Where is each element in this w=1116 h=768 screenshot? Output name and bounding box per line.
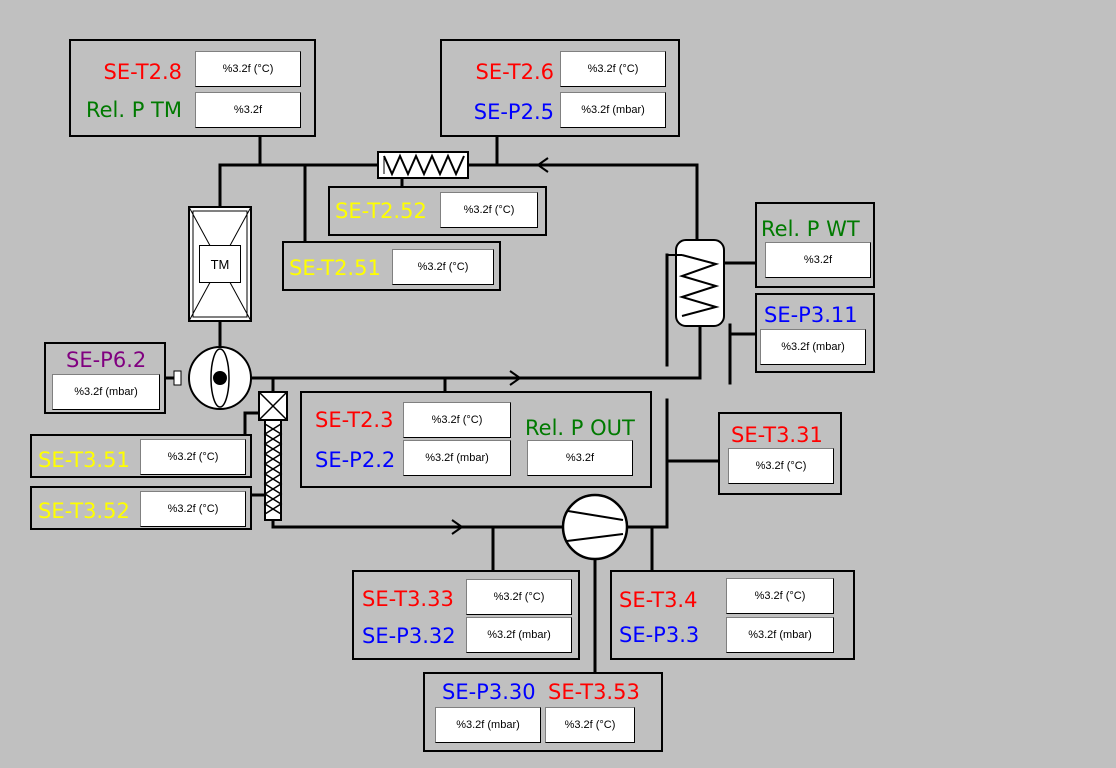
panel-t333: SE-T3.33 %3.2f (°C) SE-P3.32 %3.2f (mbar… bbox=[352, 570, 580, 660]
label-se-t3-53: SE-T3.53 bbox=[548, 680, 640, 704]
label-se-t3-31: SE-T3.31 bbox=[731, 423, 823, 447]
label-se-p3-30: SE-P3.30 bbox=[442, 680, 536, 704]
field-se-t2-51[interactable]: %3.2f (°C) bbox=[392, 249, 494, 285]
label-se-t2-8: SE-T2.8 bbox=[103, 60, 182, 84]
label-se-t2-3: SE-T2.3 bbox=[315, 408, 394, 432]
panel-t26: SE-T2.6 %3.2f (°C) SE-P2.5 %3.2f (mbar) bbox=[440, 39, 680, 137]
field-se-t3-4[interactable]: %3.2f (°C) bbox=[726, 578, 834, 614]
heat-exchanger-top bbox=[377, 151, 469, 179]
label-se-p2-5: SE-P2.5 bbox=[473, 100, 554, 124]
panel-t34: SE-T3.4 %3.2f (°C) SE-P3.3 %3.2f (mbar) bbox=[610, 570, 855, 660]
field-se-t3-33[interactable]: %3.2f (°C) bbox=[466, 579, 572, 615]
label-rel-p-tm: Rel. P TM bbox=[85, 98, 182, 122]
field-rel-p-out[interactable]: %3.2f bbox=[527, 440, 633, 476]
field-se-t2-6[interactable]: %3.2f (°C) bbox=[560, 51, 666, 87]
panel-p62: SE-P6.2 %3.2f (mbar) bbox=[44, 342, 166, 414]
tm-label-box: TM bbox=[199, 245, 241, 283]
label-rel-p-wt: Rel. P WT bbox=[761, 217, 860, 241]
field-se-t2-52[interactable]: %3.2f (°C) bbox=[440, 192, 538, 228]
field-se-t3-51[interactable]: %3.2f (°C) bbox=[140, 439, 246, 475]
panel-p311: SE-P3.11 %3.2f (mbar) bbox=[755, 293, 875, 373]
field-se-p6-2[interactable]: %3.2f (mbar) bbox=[52, 374, 160, 410]
field-se-p2-5[interactable]: %3.2f (mbar) bbox=[560, 92, 666, 128]
field-se-p2-2[interactable]: %3.2f (mbar) bbox=[403, 440, 511, 476]
valve-icon bbox=[258, 391, 288, 421]
flow-arrow-top bbox=[536, 157, 549, 173]
label-se-t3-4: SE-T3.4 bbox=[619, 588, 698, 612]
label-se-t2-52: SE-T2.52 bbox=[335, 199, 427, 223]
coil-heat-exchanger bbox=[667, 239, 725, 327]
field-se-p3-32[interactable]: %3.2f (mbar) bbox=[466, 617, 572, 653]
label-se-t2-6: SE-T2.6 bbox=[475, 60, 554, 84]
flow-arrow-middle bbox=[509, 370, 522, 386]
heat-exchanger-vertical bbox=[263, 419, 283, 521]
panel-middle: SE-T2.3 %3.2f (°C) SE-P2.2 %3.2f (mbar) … bbox=[300, 391, 652, 488]
fan-icon bbox=[173, 346, 252, 410]
panel-p330-t353: SE-P3.30 SE-T3.53 %3.2f (mbar) %3.2f (°C… bbox=[423, 672, 663, 752]
label-se-p2-2: SE-P2.2 bbox=[315, 448, 396, 472]
label-se-p3-11: SE-P3.11 bbox=[764, 303, 858, 327]
label-se-t3-33: SE-T3.33 bbox=[362, 587, 454, 611]
field-se-t2-3[interactable]: %3.2f (°C) bbox=[403, 402, 511, 438]
field-se-t2-8[interactable]: %3.2f (°C) bbox=[195, 51, 301, 87]
panel-t251: SE-T2.51 %3.2f (°C) bbox=[282, 241, 501, 291]
field-se-t3-52[interactable]: %3.2f (°C) bbox=[140, 491, 246, 527]
field-rel-p-tm[interactable]: %3.2f bbox=[195, 92, 301, 128]
field-se-p3-3[interactable]: %3.2f (mbar) bbox=[726, 617, 834, 653]
field-se-t3-31[interactable]: %3.2f (°C) bbox=[728, 448, 834, 484]
label-se-t3-51: SE-T3.51 bbox=[38, 448, 130, 472]
label-rel-p-out: Rel. P OUT bbox=[525, 416, 635, 440]
panel-t351: SE-T3.51 %3.2f (°C) bbox=[30, 434, 252, 478]
label-se-p3-3: SE-P3.3 bbox=[619, 623, 700, 647]
field-se-p3-30[interactable]: %3.2f (mbar) bbox=[435, 707, 541, 743]
panel-t352: SE-T3.52 %3.2f (°C) bbox=[30, 486, 252, 530]
flow-arrow-bottom bbox=[451, 519, 464, 535]
panel-t28: SE-T2.8 %3.2f (°C) Rel. P TM %3.2f bbox=[69, 39, 316, 137]
compressor-icon bbox=[561, 493, 629, 561]
label-se-p3-32: SE-P3.32 bbox=[362, 624, 456, 648]
panel-t252: SE-T2.52 %3.2f (°C) bbox=[328, 186, 547, 236]
field-se-t3-53[interactable]: %3.2f (°C) bbox=[545, 707, 635, 743]
panel-t331: SE-T3.31 %3.2f (°C) bbox=[718, 412, 842, 495]
tm-label: TM bbox=[210, 256, 230, 272]
panel-rel-p-wt: Rel. P WT %3.2f bbox=[755, 202, 875, 288]
label-se-t3-52: SE-T3.52 bbox=[38, 499, 130, 523]
label-se-p6-2: SE-P6.2 bbox=[66, 348, 147, 372]
label-se-t2-51: SE-T2.51 bbox=[289, 256, 381, 280]
field-se-p3-11[interactable]: %3.2f (mbar) bbox=[760, 329, 866, 365]
field-rel-p-wt[interactable]: %3.2f bbox=[765, 242, 871, 278]
